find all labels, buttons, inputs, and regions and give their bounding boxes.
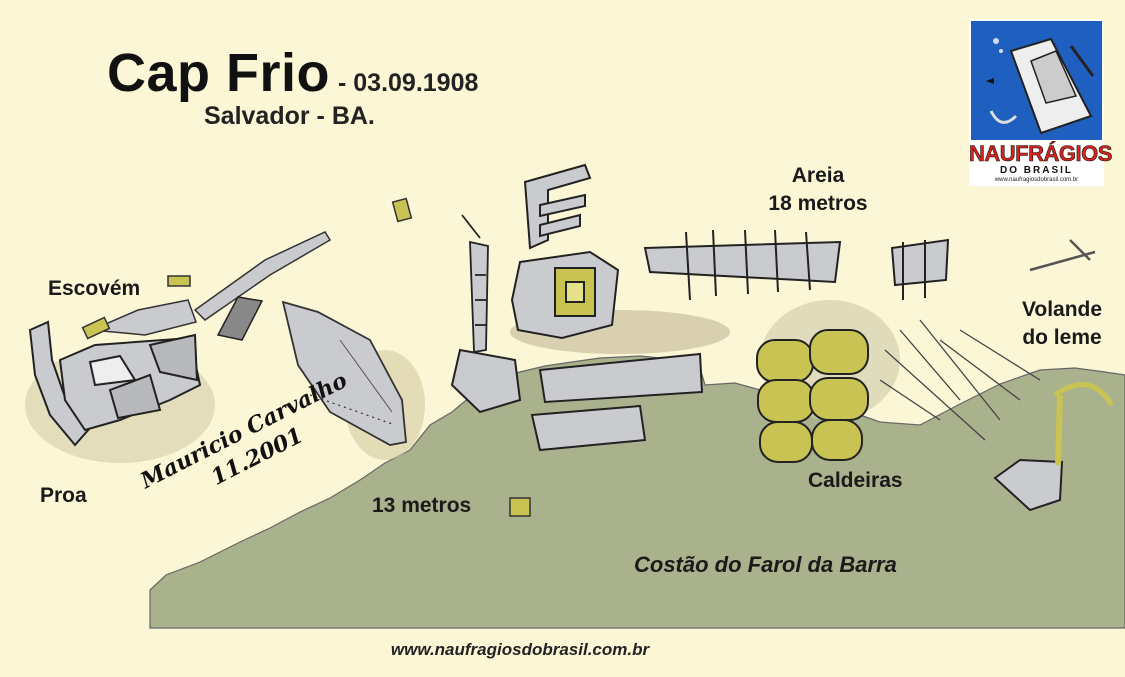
rivet-line [339, 339, 393, 413]
boilers [756, 329, 869, 463]
label-volande-line1: Volande [1021, 298, 1103, 321]
label-caldeiras: Caldeiras [808, 469, 903, 492]
hull-plate [216, 296, 264, 341]
engine-frame [510, 163, 620, 340]
bollard [509, 497, 531, 517]
label-areia-text: Areia [791, 164, 845, 187]
hull-plate [193, 231, 332, 321]
hull-plate [91, 299, 197, 336]
label-proa: Proa [40, 484, 87, 507]
wreck-date: - 03.09.1908 [338, 69, 479, 97]
label-escovem: Escovém [48, 277, 141, 300]
hull-ribs [643, 229, 842, 301]
hawse-pipe [81, 316, 111, 340]
keel-section [450, 348, 704, 452]
mast-ladder [461, 214, 489, 354]
ship-icon [986, 37, 1095, 135]
map-title: Cap Frio [107, 43, 331, 103]
logo-ship-illustration [971, 21, 1102, 140]
bollard [167, 275, 191, 287]
logo-url: www.naufragiosdobrasil.com.br [994, 177, 1079, 183]
stern-debris [879, 319, 1041, 441]
website-url: www.naufragiosdobrasil.com.br [390, 640, 650, 659]
label-depth-18: 18 metros [768, 192, 868, 216]
bow-wreck [28, 320, 202, 447]
logo-subtitle: DO BRASIL [1000, 165, 1073, 176]
label-volande: Volande do leme [1012, 296, 1112, 353]
label-depth-13: 13 metros [372, 494, 472, 517]
naufragios-logo: NAUFRÁGIOS DO BRASIL www.naufragiosdobra… [969, 19, 1113, 186]
label-coast: Costão do Farol da Barra [634, 552, 897, 577]
stern-frame [890, 238, 950, 300]
rudder-helm [993, 382, 1115, 512]
label-volande-line2: do leme [1022, 326, 1102, 350]
wreck-location: Salvador - BA. [204, 102, 375, 130]
hull-side-plate [281, 300, 407, 446]
bollard [391, 197, 413, 223]
label-areia: Areia 18 metros [766, 162, 870, 219]
logo-title: NAUFRÁGIOS [969, 141, 1113, 167]
rocky-coast [149, 355, 1125, 629]
anchor [1029, 239, 1096, 272]
